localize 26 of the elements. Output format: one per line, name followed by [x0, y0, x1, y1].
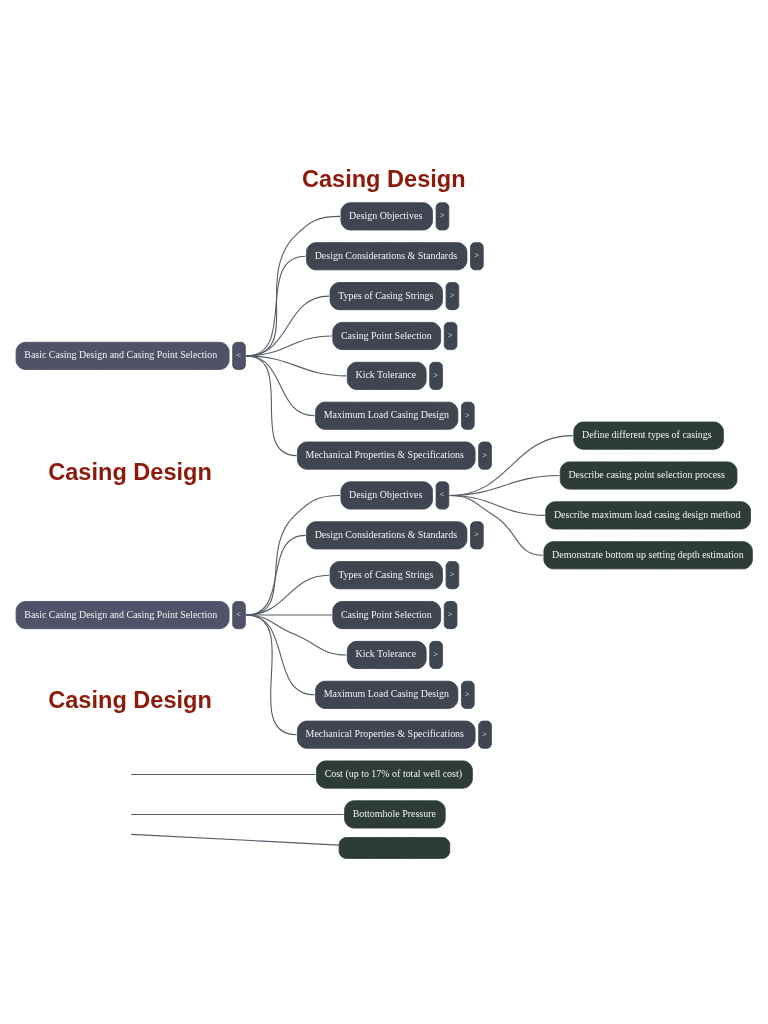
- node-label: >: [433, 649, 438, 659]
- node-label: >: [439, 211, 445, 221]
- node-label: >: [465, 410, 470, 420]
- label: Casing Design: [48, 686, 212, 713]
- node-label: <: [236, 350, 241, 360]
- connector: [130, 774, 317, 776]
- node-label: >: [449, 291, 455, 301]
- diagram-title: Casing Design: [301, 166, 466, 193]
- node-label: >: [465, 689, 470, 699]
- node-label: >: [447, 330, 453, 340]
- node-label: >: [482, 729, 487, 739]
- node-label: >: [482, 450, 487, 460]
- node-label: >: [474, 251, 479, 261]
- node-box: [338, 837, 451, 859]
- node-label: >: [433, 370, 438, 380]
- connector: [130, 833, 340, 846]
- node-label: >: [447, 610, 453, 620]
- connector: [449, 494, 544, 556]
- node-label: <: [236, 610, 241, 620]
- node-label: >: [474, 530, 479, 540]
- label: Casing Design: [48, 459, 212, 486]
- connector: [130, 813, 345, 815]
- connector: [245, 494, 341, 616]
- connector: [245, 614, 347, 656]
- node-label: >: [449, 570, 455, 580]
- node-label: <: [439, 490, 445, 500]
